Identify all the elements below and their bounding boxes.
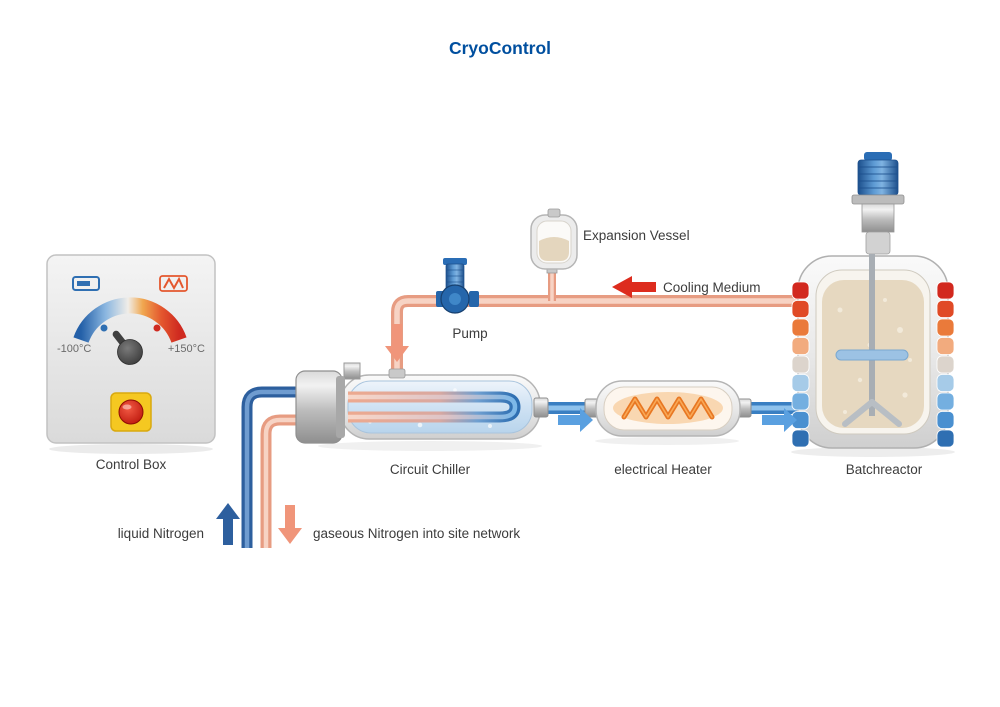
flow-arrow-heater-to-reactor (762, 408, 797, 432)
expansion-vessel-liquid (539, 237, 569, 261)
shadows (49, 437, 955, 457)
stirrer-anchor-blades (842, 399, 902, 427)
batchreactor (791, 152, 955, 449)
pump-label: Pump (452, 326, 487, 341)
temp-max-label: +150°C (168, 343, 205, 355)
chiller-pipe-collar (388, 368, 406, 379)
heater-coil (621, 396, 715, 420)
circuit-chiller (295, 362, 549, 444)
flow-arrow-chiller-to-heater (558, 408, 593, 432)
chiller-u-tube (348, 391, 521, 423)
gauge-needle-knob (112, 330, 143, 365)
reactor-coil-left (791, 281, 810, 448)
chiller-outlet-nozzle (533, 397, 549, 418)
stirrer-shaft (869, 254, 875, 416)
control-box: -100°C +150°C (46, 254, 216, 444)
pump (436, 258, 479, 314)
nitrogen-supply-pipe (241, 386, 312, 548)
chiller-flange (295, 370, 343, 444)
cooling-mode-icon (72, 276, 100, 291)
agitator-motor (851, 152, 905, 255)
stirrer-impeller (835, 349, 909, 361)
page-title: CryoControl (449, 38, 551, 58)
hot-indicator-dot (153, 324, 161, 332)
gaseous-nitrogen-arrow (278, 505, 302, 544)
cooling-medium-label: Cooling Medium (663, 280, 761, 295)
emergency-stop-button (110, 392, 152, 432)
circuit-chiller-label: Circuit Chiller (390, 462, 471, 477)
expansion-vessel-label: Expansion Vessel (583, 228, 690, 243)
heater-glow (613, 392, 723, 424)
liquid-nitrogen-label: liquid Nitrogen (118, 526, 204, 541)
gaseous-nitrogen-label: gaseous Nitrogen into site network (313, 526, 520, 541)
expansion-vessel (530, 208, 578, 274)
chiller-top-fitting (343, 362, 361, 380)
liquid-nitrogen-arrow (216, 503, 240, 545)
nitrogen-vent-pipe (260, 414, 312, 548)
heating-mode-icon (159, 275, 188, 292)
temperature-gauge: -100°C +150°C (57, 297, 205, 365)
electrical-heater-label: electrical Heater (614, 462, 712, 477)
reactor-speckles (837, 298, 912, 414)
cold-indicator-dot (100, 324, 108, 332)
temp-min-label: -100°C (57, 343, 91, 355)
chiller-flange-ring (336, 376, 345, 438)
reactor-coil-right (936, 281, 955, 448)
batchreactor-label: Batchreactor (846, 462, 923, 477)
warm-pipe (391, 295, 800, 392)
pump-motor (443, 258, 467, 292)
cooling-medium-arrow (612, 276, 656, 298)
flow-direction-arrow-down (385, 324, 409, 362)
control-box-label: Control Box (96, 457, 167, 472)
electrical-heater (584, 380, 752, 437)
